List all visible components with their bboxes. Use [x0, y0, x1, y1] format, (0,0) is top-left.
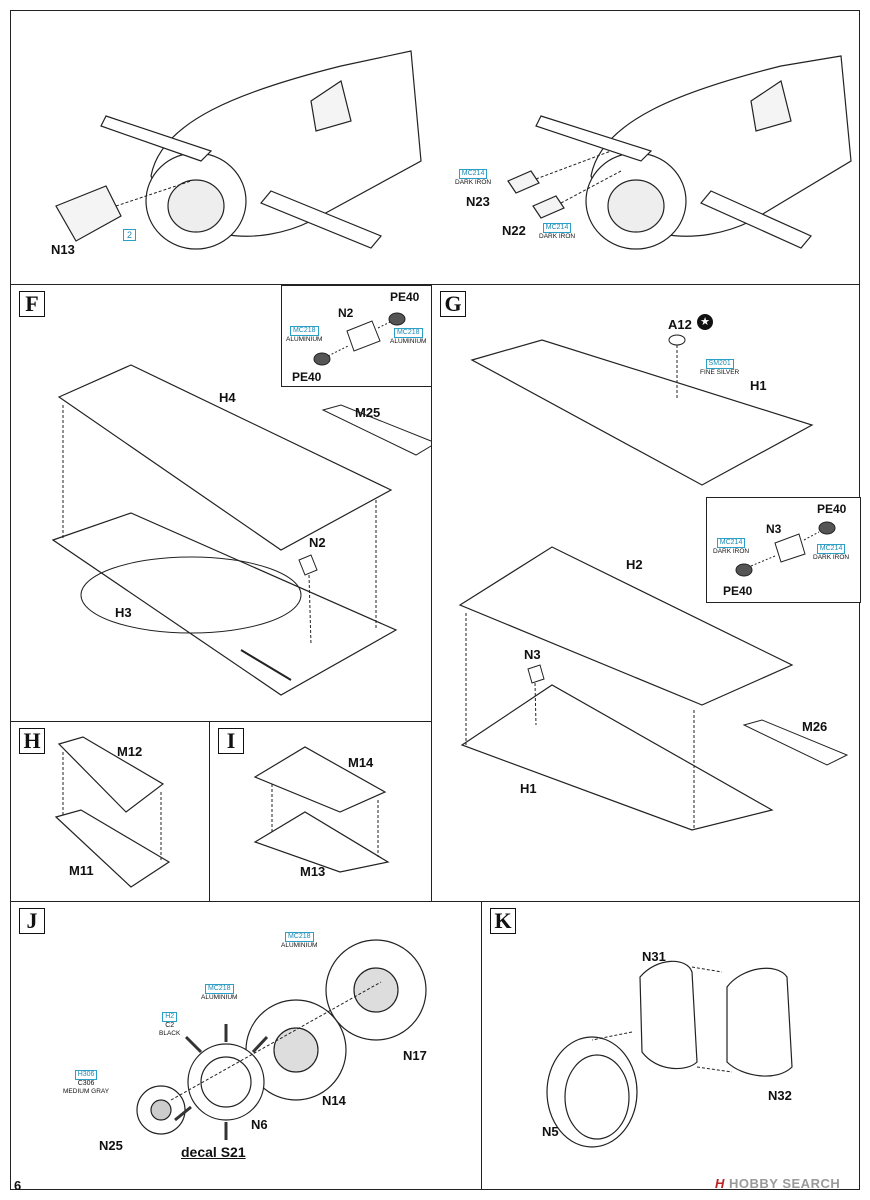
part-m12-label: M12	[117, 744, 143, 759]
paint-callout-n22: MC214 DARK IRON	[539, 223, 576, 240]
decal-s21-label: decal S21	[181, 1144, 246, 1160]
step-i-drawing	[253, 746, 390, 873]
step-i-letter: I	[218, 728, 244, 754]
part-n31-label: N31	[642, 949, 666, 964]
inset-pe40-top: PE40	[817, 502, 847, 516]
inset-n2-label: N2	[338, 306, 354, 320]
page-number: 6	[14, 1178, 22, 1193]
part-a12-label: A12	[668, 317, 692, 332]
part-h2-label: H2	[626, 557, 643, 572]
top-panel: N13 2 N23 N22 MC214 DARK IRON MC214 DARK…	[10, 10, 860, 285]
part-m13-label: M13	[300, 864, 326, 879]
step-j-panel: J MC218 ALUMINIUM MC218 ALUMINIUM H2 C2	[10, 901, 482, 1190]
inset-pe40-top: PE40	[390, 290, 420, 304]
part-h1-upper-label: H1	[750, 378, 767, 393]
hobby-search-watermark: H HOBBY SEARCH	[715, 1176, 841, 1191]
part-m11-label: M11	[69, 863, 94, 878]
part-m14-label: M14	[348, 755, 374, 770]
part-n23-label: N23	[466, 194, 490, 209]
part-n17-label: N17	[403, 1048, 427, 1063]
step-f-wing-drawing	[51, 364, 438, 696]
step-j-engine-drawing	[136, 939, 427, 1140]
ref-number-2: 2	[123, 229, 137, 241]
step-g-wing-drawing	[458, 334, 849, 831]
paint-callout-a12: SM201 FINE SILVER	[700, 359, 740, 376]
step-h-letter: H	[19, 728, 45, 754]
part-n2-label: N2	[309, 535, 326, 550]
part-n25-label: N25	[99, 1138, 123, 1153]
part-m25-label: M25	[355, 405, 381, 420]
part-n13-label: N13	[51, 242, 75, 257]
part-h1-lower-label: H1	[520, 781, 537, 796]
step-k-panel: K N31 N32 N5	[481, 901, 860, 1190]
inset-pe40-bottom: PE40	[292, 370, 322, 384]
step-i-panel: I M14 M13	[209, 721, 432, 902]
paint-callout-n23: MC214 DARK IRON	[455, 169, 492, 186]
fuselage-nose-drawings	[55, 50, 852, 250]
step-g-panel: G A12 ★ SM201 FINE SILVER H1 N3 PE40 PE4…	[431, 284, 861, 902]
paint-callout-n25: H306 C306 MEDIUM GRAY	[63, 1070, 110, 1095]
step-j-letter: J	[19, 908, 45, 934]
paint-callout-n14: MC218 ALUMINIUM	[201, 984, 238, 1001]
paint-callout-n17: MC218 ALUMINIUM	[281, 932, 318, 949]
inset-paint-right: MC218 ALUMINIUM	[390, 328, 427, 345]
star-icon: ★	[697, 314, 713, 330]
part-h4-label: H4	[219, 390, 236, 405]
part-n22-label: N22	[502, 223, 526, 238]
part-m26-label: M26	[802, 719, 828, 734]
paint-callout-n6: H2 C2 BLACK	[159, 1012, 181, 1037]
step-h-drawing	[54, 736, 171, 888]
hobby-search-logo-icon: H	[715, 1176, 725, 1191]
part-n3-label: N3	[524, 647, 541, 662]
inset-paint-left: MC214 DARK IRON	[713, 538, 750, 555]
part-h3-label: H3	[115, 605, 132, 620]
part-n5-label: N5	[542, 1124, 559, 1139]
n3-pod-drawing	[735, 521, 836, 577]
step-k-letter: K	[490, 908, 516, 934]
inset-paint-right: MC214 DARK IRON	[813, 544, 850, 561]
part-n14-label: N14	[322, 1093, 346, 1108]
step-g-letter: G	[440, 291, 466, 317]
step-k-cowl-drawing	[546, 960, 793, 1148]
step-h-panel: H M12 M11	[10, 721, 210, 902]
inset-n3-label: N3	[766, 522, 782, 536]
n2-pod-drawing	[313, 312, 406, 366]
step-f-letter: F	[19, 291, 45, 317]
inset-pe40-bottom: PE40	[723, 584, 753, 598]
part-n32-label: N32	[768, 1088, 792, 1103]
inset-paint-left: MC218 ALUMINIUM	[286, 326, 323, 343]
step-f-panel: F N2 PE40 PE40 MC218 ALUMINIUM MC218 ALU…	[10, 284, 438, 722]
step-g-inset: N3 PE40 PE40 MC214 DARK IRON MC214 DARK …	[706, 497, 861, 603]
step-f-inset: N2 PE40 PE40 MC218 ALUMINIUM MC218 ALUMI…	[281, 285, 433, 387]
part-n6-label: N6	[251, 1117, 268, 1132]
